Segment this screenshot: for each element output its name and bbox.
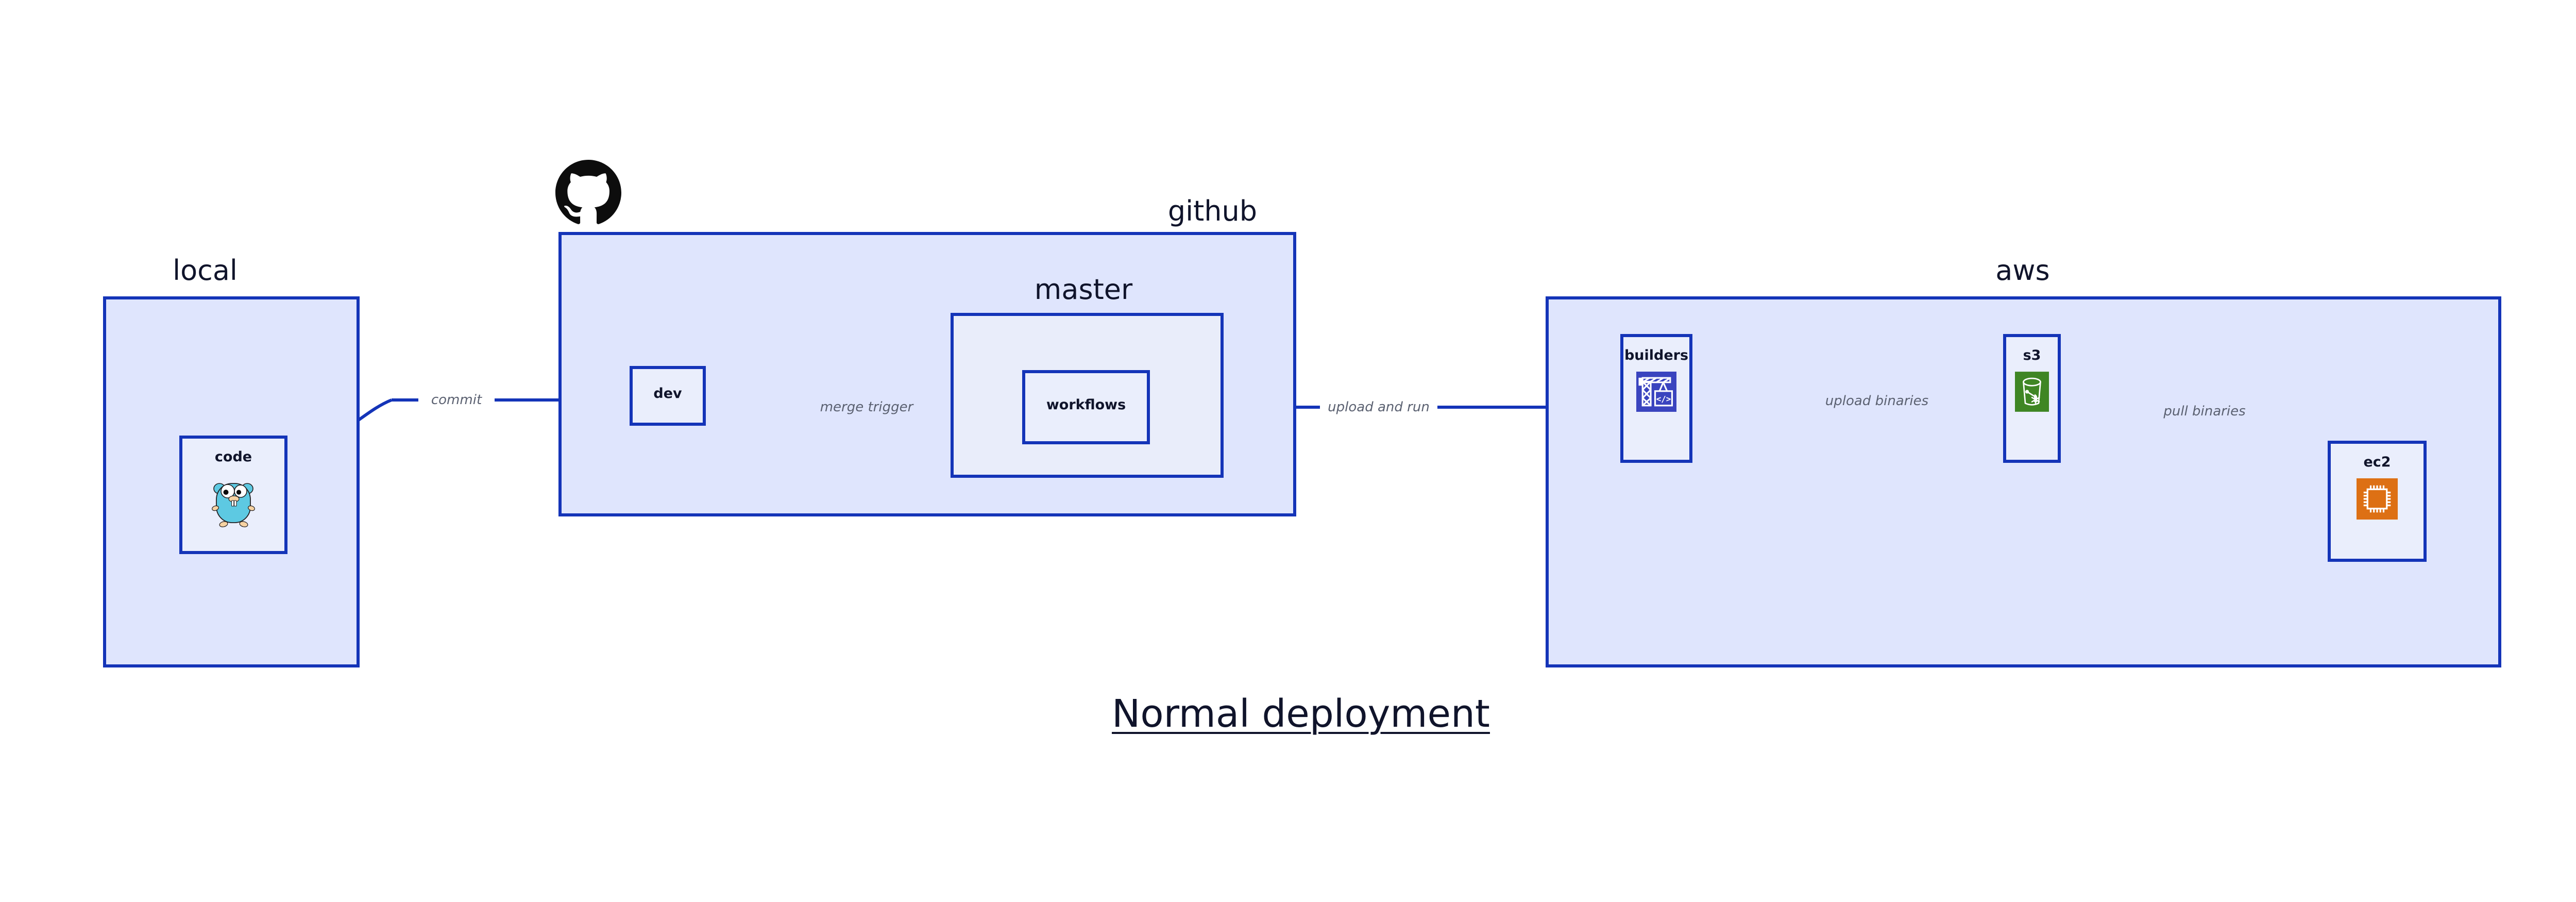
diagram-title: Normal deployment bbox=[1112, 692, 1490, 736]
edge-label-upload-binaries: upload binaries bbox=[1825, 393, 1929, 409]
node-label-builders: builders bbox=[1624, 347, 1689, 363]
node-workflows[interactable]: workflows bbox=[1022, 370, 1150, 444]
node-builders[interactable]: builders bbox=[1620, 334, 1692, 463]
node-s3[interactable]: s3 bbox=[2003, 334, 2061, 463]
node-code[interactable]: code bbox=[179, 436, 287, 554]
aws-ec2-icon bbox=[2357, 478, 2398, 522]
group-label-aws: aws bbox=[1995, 254, 2050, 287]
node-label-dev: dev bbox=[653, 386, 682, 402]
node-label-ec2: ec2 bbox=[2363, 454, 2391, 470]
aws-codebuild-icon: </> bbox=[1636, 372, 1676, 414]
edge-label-pull-binaries: pull binaries bbox=[2163, 404, 2246, 419]
node-label-code: code bbox=[214, 449, 252, 465]
group-label-github: github bbox=[1167, 195, 1257, 227]
edge-label-merge-trigger: merge trigger bbox=[820, 399, 913, 415]
node-label-workflows: workflows bbox=[1046, 397, 1126, 413]
aws-s3-glacier-icon bbox=[2015, 372, 2049, 414]
group-label-local: local bbox=[173, 254, 238, 287]
node-dev[interactable]: dev bbox=[630, 366, 706, 426]
edge-label-commit: commit bbox=[431, 392, 482, 408]
github-octocat-logo bbox=[555, 160, 621, 226]
node-label-s3: s3 bbox=[2023, 347, 2041, 363]
node-ec2[interactable]: ec2 bbox=[2328, 441, 2427, 562]
edge-label-upload-and-run: upload and run bbox=[1328, 399, 1430, 415]
go-gopher-icon bbox=[210, 473, 257, 531]
svg-text:</>: </> bbox=[1656, 394, 1671, 404]
group-label-master: master bbox=[1034, 273, 1133, 306]
